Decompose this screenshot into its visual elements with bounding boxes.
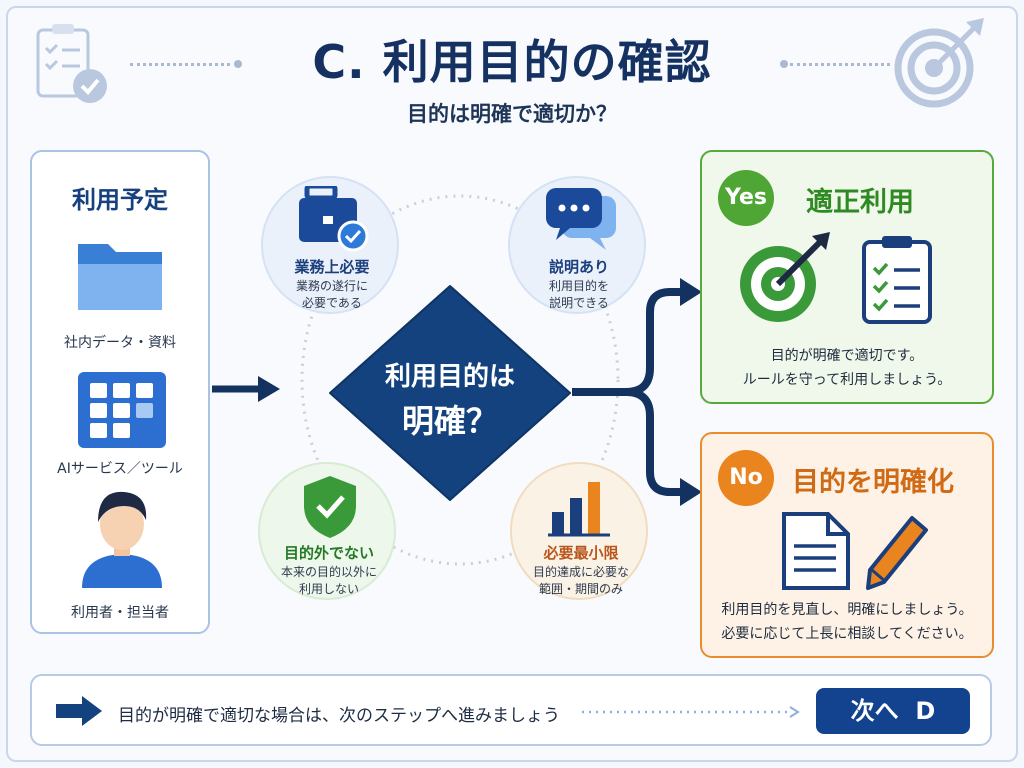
no-badge: No xyxy=(718,450,774,506)
criterion-title: 業務上必要 xyxy=(294,258,370,276)
next-step-bar: 目的が明確で適切な場合は、次のステップへ進みましょう 次へ D xyxy=(30,674,992,746)
page-subtitle: 目的は明確で適切か？ xyxy=(407,102,617,126)
yes-title: 適正利用 xyxy=(806,187,914,218)
bar-chart-icon xyxy=(548,482,610,537)
clipboard-checklist-icon xyxy=(862,236,932,324)
briefcase-check-icon xyxy=(299,186,369,252)
planned-item-label: AIサービス／ツール xyxy=(57,461,183,477)
header-dotline-right xyxy=(790,63,890,66)
chat-bubbles-icon xyxy=(546,188,616,250)
next-step-button[interactable]: 次へ D xyxy=(816,688,970,734)
shield-check-icon xyxy=(304,476,356,538)
criterion-explained: 説明あり 利用目的を 説明できる xyxy=(508,176,646,314)
no-outcome-panel: No 目的を明確化 利用目的を見直し、明確にしましょう。 必要に応じて上長に相談… xyxy=(700,432,994,658)
criterion-desc: 説明できる xyxy=(549,296,609,310)
arrow-right-icon xyxy=(56,696,102,726)
folder-icon xyxy=(78,244,162,310)
criterion-not-out-of-scope: 目的外でない 本来の目的以外に 利用しない xyxy=(258,462,396,600)
app-grid-icon xyxy=(78,372,166,448)
criterion-desc: 目的達成に必要な xyxy=(532,565,629,579)
pencil-icon xyxy=(866,516,928,590)
person-icon xyxy=(82,491,162,588)
planned-usage-title: 利用予定 xyxy=(72,186,168,214)
header-dotline-left xyxy=(130,63,230,66)
criterion-desc: 必要である xyxy=(302,296,362,310)
planned-item-label: 社内データ・資料 xyxy=(64,335,176,351)
criterion-desc: 利用しない xyxy=(298,582,359,596)
decision-line1: 利用目的は xyxy=(384,362,515,392)
flow-arrow-right-icon xyxy=(212,376,280,402)
planned-item-label: 利用者・担当者 xyxy=(71,605,169,621)
target-icon xyxy=(894,18,984,108)
yes-badge: Yes xyxy=(718,170,774,226)
yes-outcome-panel: Yes 適正利用 目的が明確で適切です。 ルールを守って利用しましょう。 xyxy=(700,150,994,404)
next-step-button-label: 次へ D xyxy=(850,697,936,725)
document-icon xyxy=(782,512,850,590)
criterion-title: 説明あり xyxy=(548,258,609,276)
criterion-desc: 範囲・期間のみ xyxy=(538,582,623,596)
planned-usage-panel: 利用予定 社内データ・資料 AIサービス／ツール 利用者・担当者 xyxy=(30,150,210,634)
decision-line2: 明確？ xyxy=(401,402,498,440)
no-desc: 必要に応じて上長に相談してください。 xyxy=(721,626,973,642)
decision-diamond xyxy=(329,285,571,501)
criterion-desc: 利用目的を xyxy=(548,279,609,293)
page-title: C. 利用目的の確認 xyxy=(312,35,712,89)
yes-desc: 目的が明確で適切です。 xyxy=(770,348,924,364)
target-arrow-icon xyxy=(740,232,830,322)
criterion-desc: 業務の遂行に xyxy=(295,279,368,293)
criteria-dotted-ring xyxy=(300,194,620,566)
criterion-business-need: 業務上必要 業務の遂行に 必要である xyxy=(261,176,399,314)
no-desc: 利用目的を見直し、明確にしましょう。 xyxy=(721,602,973,618)
no-title: 目的を明確化 xyxy=(792,467,954,498)
dotted-arrow-icon xyxy=(582,706,800,718)
branch-arrows xyxy=(572,278,702,506)
next-step-message: 目的が明確で適切な場合は、次のステップへ進みましょう xyxy=(118,706,560,726)
criterion-minimum-necessary: 必要最小限 目的達成に必要な 範囲・期間のみ xyxy=(510,462,648,600)
criterion-title: 必要最小限 xyxy=(543,544,619,562)
header-dot-right xyxy=(780,60,788,68)
checklist-check-icon xyxy=(36,24,107,103)
yes-desc: ルールを守って利用しましょう。 xyxy=(742,372,952,388)
header-dot-left xyxy=(234,60,242,68)
criterion-desc: 本来の目的以外に xyxy=(280,565,377,579)
criterion-title: 目的外でない xyxy=(283,544,374,562)
